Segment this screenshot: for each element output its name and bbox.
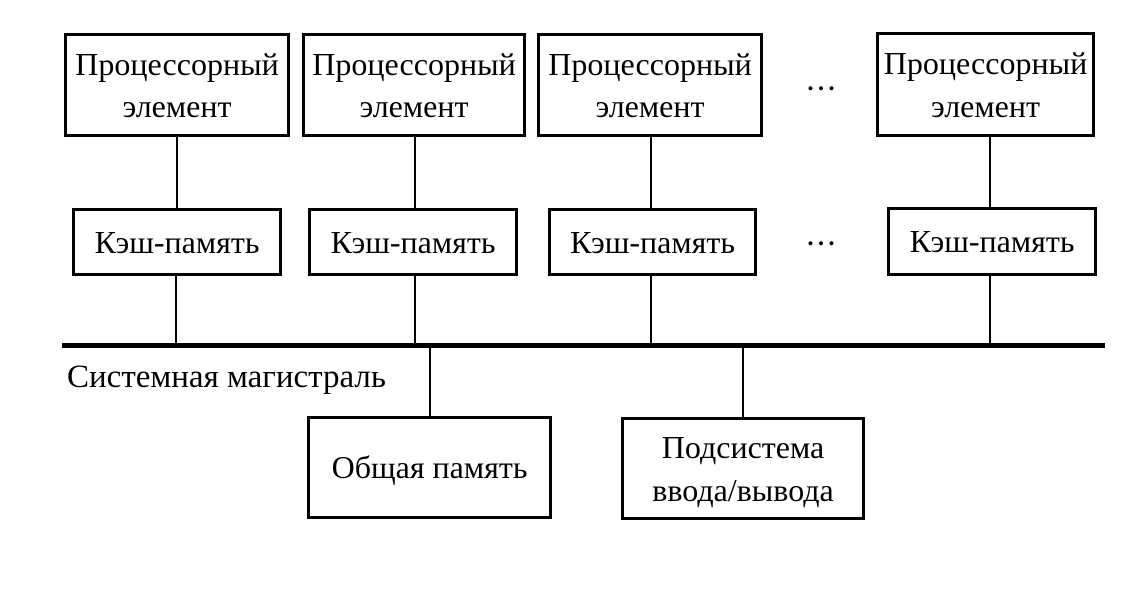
cache-memory-box-3: Кэш-память <box>548 208 757 276</box>
connector-bus-io-subsystem <box>742 346 744 418</box>
processor-element-box-4: Процессорный элемент <box>876 32 1095 137</box>
ellipsis-caches: ... <box>806 216 838 253</box>
ellipsis-processors: ... <box>806 61 838 98</box>
cache-memory-box-1: Кэш-память <box>72 208 282 276</box>
connector-pe2-cache2 <box>414 135 416 210</box>
processor-element-label: Процессорный элемент <box>548 45 752 124</box>
processor-element-label: Процессорный элемент <box>312 45 516 124</box>
io-subsystem-box: Подсистема ввода/вывода <box>621 417 865 520</box>
connector-cache3-bus <box>650 274 652 345</box>
cache-memory-box-4: Кэш-память <box>887 207 1097 276</box>
cache-memory-box-2: Кэш-память <box>308 208 518 276</box>
connector-bus-shared-memory <box>429 346 431 417</box>
shared-memory-label: Общая память <box>331 449 528 486</box>
shared-memory-box: Общая память <box>307 416 552 519</box>
processor-element-label: Процессорный элемент <box>75 45 279 124</box>
cache-memory-label: Кэш-память <box>909 223 1075 260</box>
connector-cache1-bus <box>175 274 177 345</box>
connector-pe4-cache4 <box>989 135 991 210</box>
cache-memory-label: Кэш-память <box>570 223 735 260</box>
connector-cache2-bus <box>414 274 416 345</box>
cache-memory-label: Кэш-память <box>330 223 496 260</box>
processor-element-box-3: Процессорный элемент <box>537 33 763 137</box>
connector-pe1-cache1 <box>176 135 178 210</box>
processor-element-box-2: Процессорный элемент <box>302 33 526 137</box>
connector-pe3-cache3 <box>650 135 652 210</box>
cache-memory-label: Кэш-память <box>94 223 260 260</box>
processor-element-label: Процессорный элемент <box>883 45 1088 124</box>
system-bus-label: Системная магистраль <box>67 359 386 395</box>
processor-element-box-1: Процессорный элемент <box>64 33 290 137</box>
connector-cache4-bus <box>989 274 991 345</box>
io-subsystem-label: Подсистема ввода/вывода <box>652 429 834 508</box>
system-bus-line <box>62 343 1105 348</box>
